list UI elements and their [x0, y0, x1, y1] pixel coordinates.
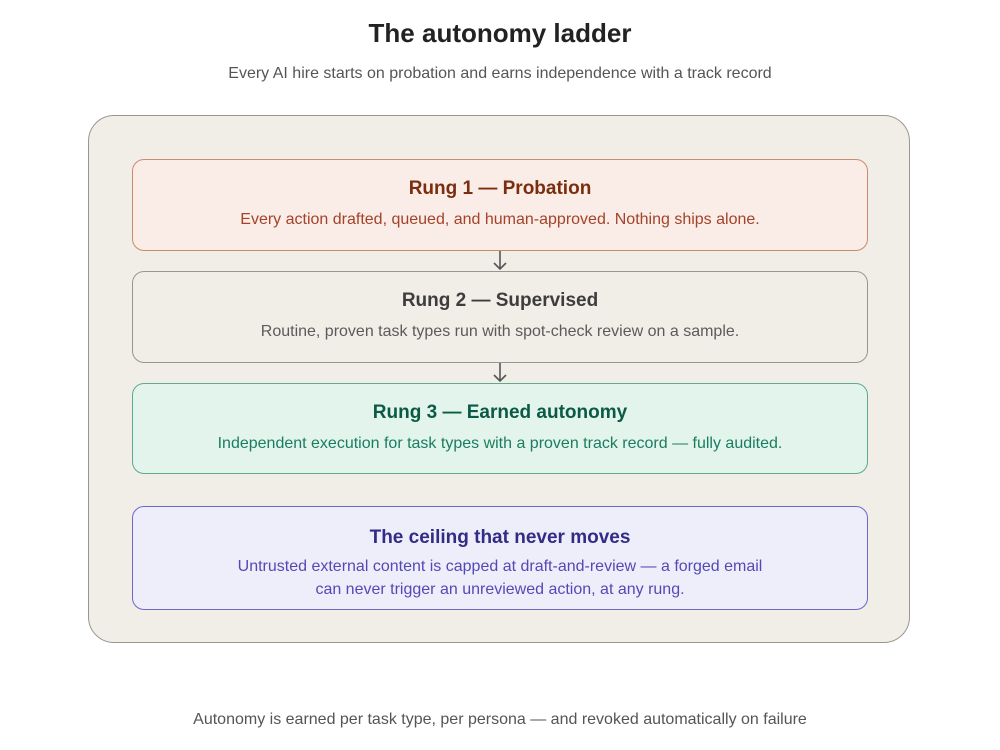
ceiling-description-line-2: can never trigger an unreviewed action, … — [315, 581, 685, 598]
rung-earned-autonomy-name: Rung 3 — Earned autonomy — [372, 402, 628, 423]
rung-probation: Rung 1 — Probation Every action drafted,… — [132, 159, 868, 251]
rung-supervised-name: Rung 2 — Supervised — [401, 290, 599, 311]
ceiling-description: Untrusted external content is capped at … — [133, 555, 867, 601]
ceiling-description-line-1: Untrusted external content is capped at … — [237, 558, 763, 575]
rung-supervised: Rung 2 — Supervised Routine, proven task… — [132, 271, 868, 363]
ceiling-box: The ceiling that never moves Untrusted e… — [132, 506, 868, 610]
footer-note: Autonomy is earned per task type, per pe… — [193, 711, 807, 728]
rung-probation-name: Rung 1 — Probation — [408, 178, 592, 199]
diagram-subtitle: Every AI hire starts on probation and ea… — [228, 65, 772, 82]
rung-supervised-description: Routine, proven task types run with spot… — [260, 323, 740, 340]
rung-earned-autonomy: Rung 3 — Earned autonomy Independent exe… — [132, 383, 868, 474]
rung-earned-autonomy-description: Independent execution for task types wit… — [217, 435, 783, 452]
rung-probation-description: Every action drafted, queued, and human-… — [240, 211, 760, 228]
diagram-title: The autonomy ladder — [368, 18, 632, 48]
arrow-down-icon — [493, 363, 507, 383]
ceiling-name: The ceiling that never moves — [369, 527, 631, 548]
arrow-down-icon — [493, 251, 507, 271]
